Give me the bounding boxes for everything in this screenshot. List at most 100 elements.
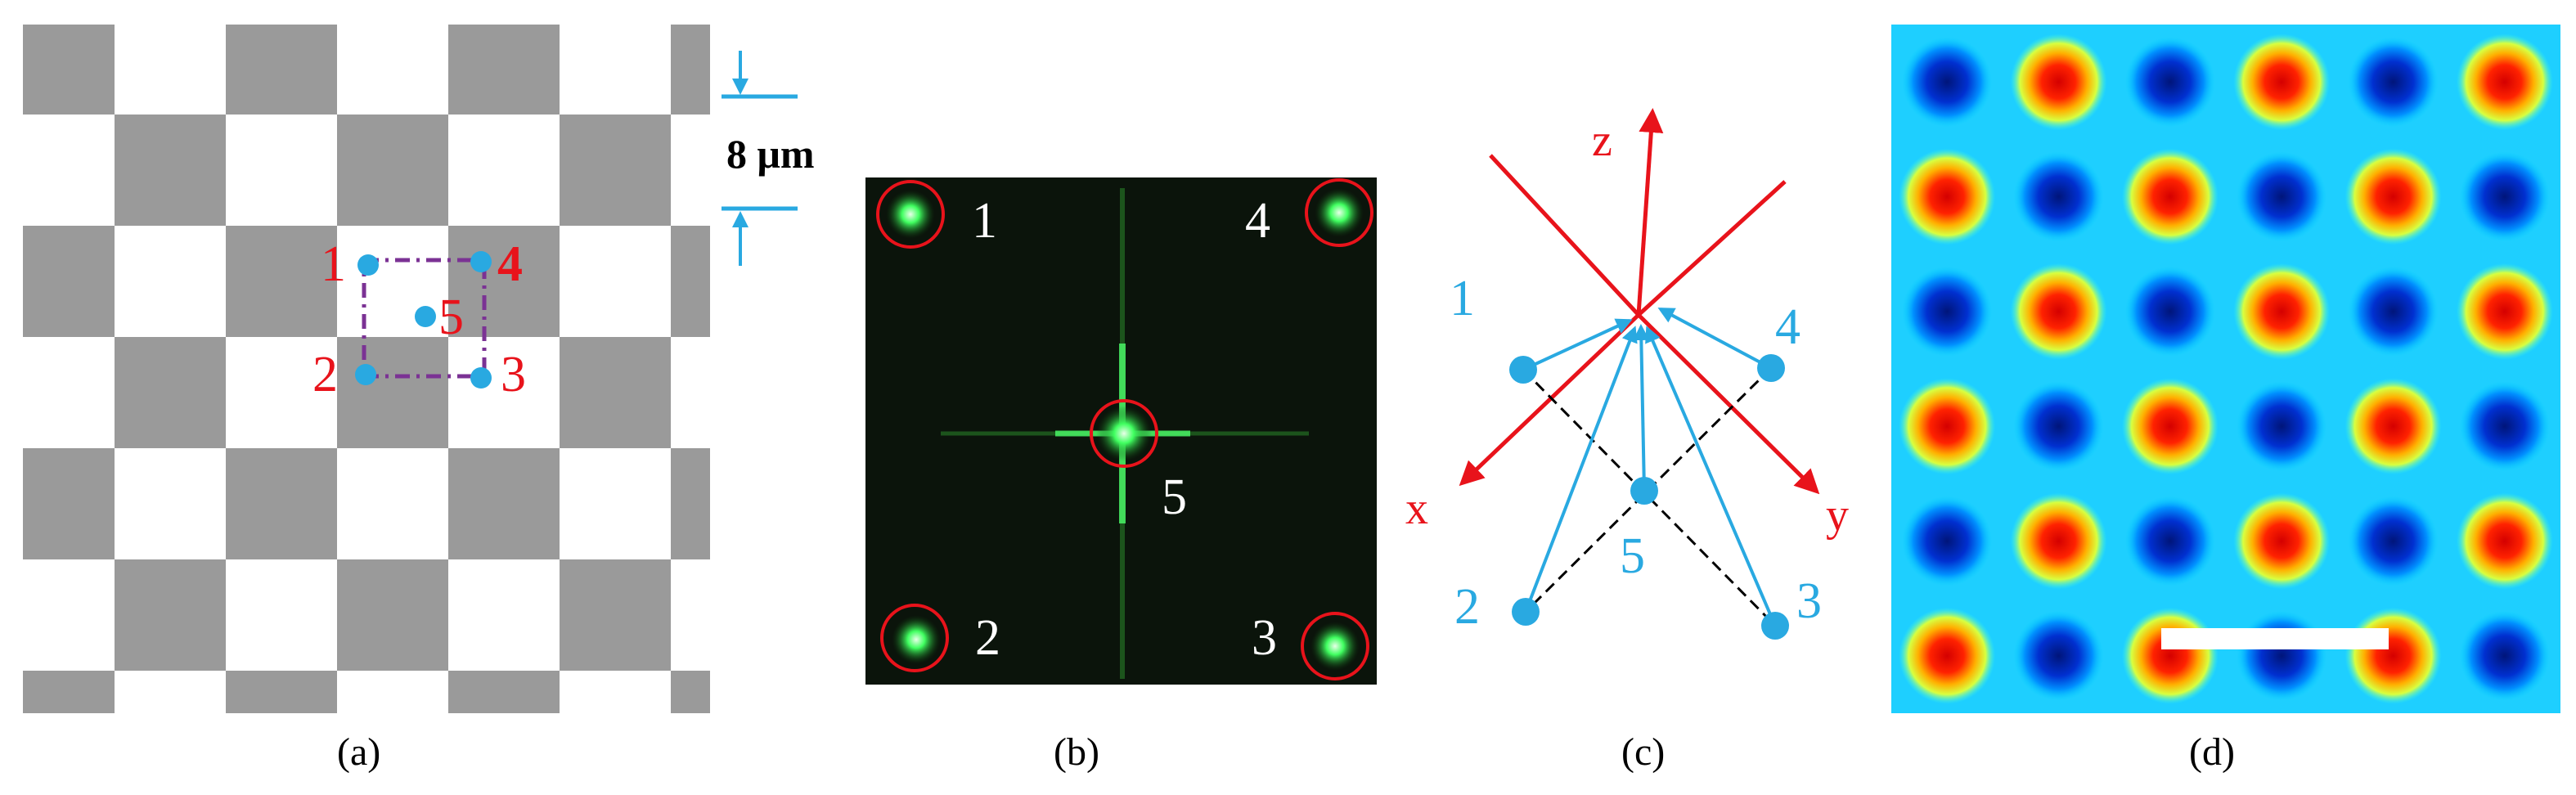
intensity-peak: [2010, 492, 2107, 590]
beam-source-5: [1630, 477, 1658, 505]
intensity-peak: [2121, 148, 2219, 245]
axis-label-x: x: [1405, 483, 1428, 534]
spot-label-3: 3: [1252, 610, 1277, 666]
checker-dark-square: [448, 671, 560, 713]
checker-dark-square: [560, 559, 671, 671]
spot-circle-4: [1305, 178, 1373, 247]
panel-b-diffraction: 1 4 5 2 3 (b): [865, 177, 1377, 774]
intensity-peak: [2344, 378, 2442, 475]
diagonal-1-3: [1522, 368, 1777, 627]
intensity-peak: [2233, 34, 2331, 131]
beam-label-2: 2: [1454, 579, 1480, 635]
spot-5: [1096, 406, 1152, 461]
intensity-peak: [2344, 607, 2442, 704]
intensity-trough: [2124, 266, 2215, 357]
spot-2: [892, 615, 941, 664]
checker-dark-square: [671, 25, 710, 115]
checker-dark-square: [226, 448, 337, 559]
spot-3: [1310, 622, 1360, 671]
axis-label-z: z: [1592, 115, 1612, 166]
spot-4: [1315, 188, 1364, 237]
scale-bar: [2161, 628, 2389, 649]
beam-source-3: [1761, 612, 1789, 640]
intensity-trough: [2237, 610, 2327, 701]
spot-circle-1: [876, 180, 945, 249]
beam-5: [1633, 324, 1650, 492]
checker-dark-square: [448, 25, 560, 115]
checker-dark-square: [23, 448, 115, 559]
intensity-peak: [2456, 34, 2553, 131]
checker-dark-square: [448, 226, 560, 337]
beam-source-1: [1509, 356, 1537, 384]
unit-cell-dashed-box: [362, 258, 487, 379]
checker-dark-square: [23, 226, 115, 337]
intensity-trough: [2459, 151, 2550, 242]
checker-dark-square: [115, 115, 226, 226]
intensity-peak: [2233, 263, 2331, 360]
point-label-1: 1: [321, 236, 346, 292]
spot-label-4: 4: [1245, 193, 1270, 249]
beam-label-3: 3: [1796, 573, 1822, 629]
checker-dark-square: [448, 448, 560, 559]
intensity-trough: [1902, 37, 1993, 128]
spot-1: [886, 190, 935, 239]
intensity-peak: [2456, 492, 2553, 590]
scale-indicator: 8 μm: [722, 51, 815, 266]
beam-label-1: 1: [1450, 271, 1475, 326]
spot-label-1: 1: [972, 193, 997, 249]
beam-source-2: [1512, 598, 1540, 626]
checker-dark-square: [337, 115, 448, 226]
point-label-3: 3: [501, 347, 526, 402]
intensity-trough: [2348, 37, 2439, 128]
intensity-trough: [2237, 381, 2327, 472]
checker-dark-square: [115, 559, 226, 671]
intensity-trough: [2237, 151, 2327, 242]
intensity-trough: [2013, 381, 2104, 472]
checker-dark-square: [23, 671, 115, 713]
intensity-trough: [1902, 496, 1993, 586]
checker-dark-square: [560, 337, 671, 448]
x-axis-back: [1489, 154, 1640, 317]
intensity-cells: [1899, 34, 2553, 704]
point-4: [470, 251, 492, 272]
intensity-trough: [2348, 496, 2439, 586]
intensity-trough: [2013, 610, 2104, 701]
checker-dark-square: [115, 337, 226, 448]
checker-dark-square: [226, 25, 337, 115]
checker-dark-square: [671, 448, 710, 559]
intensity-trough: [2459, 610, 2550, 701]
spot-circle-3: [1301, 612, 1369, 680]
intensity-peak: [2010, 34, 2107, 131]
intensity-trough: [2124, 37, 2215, 128]
checkerboard-squares: [23, 25, 710, 713]
intensity-peak: [1899, 607, 1996, 704]
spot-label-5: 5: [1162, 469, 1187, 525]
intensity-trough: [2013, 151, 2104, 242]
point-label-5: 5: [438, 290, 464, 345]
point-3: [470, 367, 492, 389]
scale-bar-label: 8 μm: [726, 131, 815, 177]
intensity-peak: [1899, 378, 1996, 475]
intensity-peak: [2121, 607, 2219, 704]
beam-4: [1657, 308, 1772, 370]
intensity-peak: [2121, 378, 2219, 475]
intensity-trough: [1902, 266, 1993, 357]
panel-a-checkerboard: 1 4 2 3 5 8 μm (a): [23, 25, 815, 774]
checker-dark-square: [337, 559, 448, 671]
beam-3: [1645, 326, 1777, 627]
intensity-peak: [2010, 263, 2107, 360]
beam-label-4: 4: [1775, 299, 1801, 355]
intensity-trough: [2459, 381, 2550, 472]
beam-label-5: 5: [1620, 528, 1645, 584]
beam-source-4: [1757, 354, 1785, 382]
checker-dark-square: [23, 25, 115, 115]
intensity-peak: [2233, 492, 2331, 590]
point-1: [357, 254, 379, 276]
point-label-4: 4: [497, 236, 523, 292]
intensity-trough: [2348, 266, 2439, 357]
spot-circle-5: [1090, 399, 1158, 468]
axis-label-y: y: [1826, 490, 1849, 541]
checker-dark-square: [560, 115, 671, 226]
panel-d-intensity-map: (d): [1891, 25, 2560, 774]
